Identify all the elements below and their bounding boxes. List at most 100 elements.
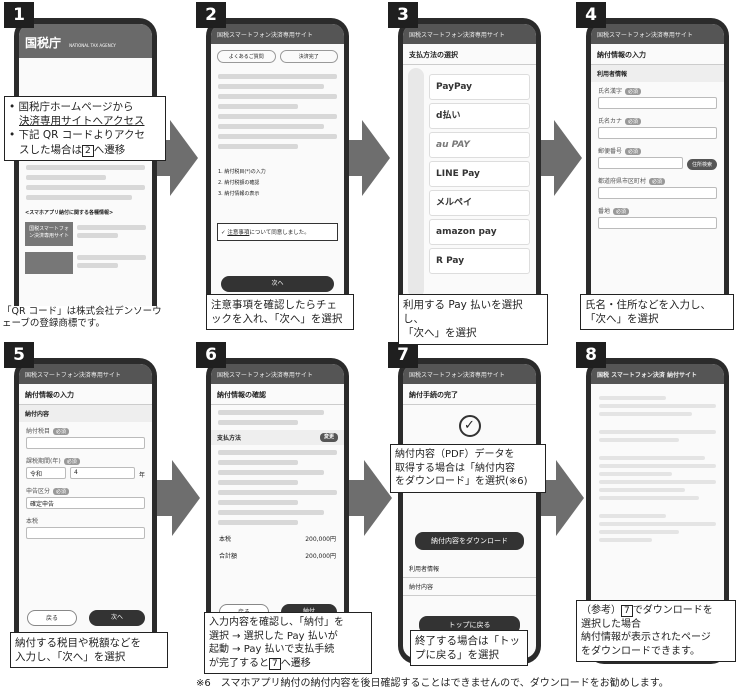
step3-callout: 利用する Pay 払いを選択し、 「次へ」を選択 (398, 294, 548, 345)
step-number-badge: 3 (388, 2, 418, 28)
section-heading: 利用者情報 (591, 65, 724, 82)
input-title: 納付情報の入力 (19, 384, 152, 405)
step-1: 1 国税庁 NATIONAL TAX AGENCY <スマホアプリ納付に関する各… (0, 0, 166, 331)
site-header: 国税スマートフォン決済専用サイト (211, 364, 344, 384)
name-kanji-input[interactable] (598, 97, 717, 109)
section-heading: 納付内容 (19, 405, 152, 422)
flow-arrow (538, 120, 582, 196)
year-input[interactable]: 4 (70, 467, 135, 479)
step-number-badge: 8 (576, 342, 606, 368)
section-heading: 支払方法 (217, 435, 242, 442)
step-list-1: 1. 納付税目(*)の入力 (218, 169, 266, 175)
pay-option-amazonpay[interactable]: amazon pay (429, 219, 530, 245)
step-6: 6 国税スマートフォン決済専用サイト 納付情報の確認 支払方法 変更 本税 20… (192, 340, 372, 674)
street-input[interactable] (598, 217, 717, 229)
agree-checkbox-row[interactable]: ✓ 注意事項について同意しました。 (217, 223, 338, 241)
pay-option-merpay[interactable]: メルペイ (429, 190, 530, 216)
pay-option-aupay[interactable]: au PAY (429, 132, 530, 158)
faq-tab[interactable]: よくあるご質問 (217, 50, 276, 63)
phone-frame: 国税スマートフォン決済専用サイト 納付情報の入力 利用者情報 氏名漢字必須 氏名… (586, 18, 729, 324)
download-button[interactable]: 納付内容をダウンロード (415, 532, 524, 550)
qr-trademark-note: 「QR コード」は株式会社デンソーウェーブの登録商標です。 (2, 306, 162, 331)
phone-frame: 国税庁 NATIONAL TAX AGENCY <スマホアプリ納付に関する各種情… (14, 18, 157, 324)
phone-screen: 国税庁 NATIONAL TAX AGENCY <スマホアプリ納付に関する各種情… (19, 24, 152, 318)
site-header: 国税スマートフォン決済専用サイト (403, 24, 536, 44)
step-5: 5 国税スマートフォン決済専用サイト 納付情報の入力 納付内容 納付税目必須 課… (0, 340, 168, 670)
footnote: ※6 スマホアプリ納付の納付内容を後日確認することはできませんので、ダウンロード… (196, 678, 669, 689)
back-button[interactable]: 戻る (27, 610, 77, 626)
done-tab[interactable]: 決済完了 (279, 50, 338, 63)
step2-callout: 注意事項を確認したらチェ ックを入れ、「次へ」を選択 (206, 294, 354, 331)
next-button[interactable]: 次へ (221, 276, 334, 292)
era-select[interactable]: 令和 (26, 467, 66, 479)
phone-frame: 国税スマートフォン決済専用サイト 支払方法の選択 PayPay d払い au P… (398, 18, 541, 324)
app-button[interactable] (25, 252, 73, 274)
phone-screen: 国税スマートフォン決済専用サイト 納付手続の完了 ✓ 納付内容をダウンロード 利… (403, 364, 536, 658)
site-header: 国税 スマートフォン決済 納付サイト (591, 364, 724, 384)
pay-option-paypay[interactable]: PayPay (429, 74, 530, 100)
row-label: 合計額 (219, 553, 238, 560)
complete-title: 納付手続の完了 (403, 384, 536, 405)
phone-screen: 国税スマートフォン決済専用サイト 支払方法の選択 PayPay d払い au P… (403, 24, 536, 318)
step-3: 3 国税スマートフォン決済専用サイト 支払方法の選択 PayPay d払い au… (384, 0, 549, 345)
step4-callout: 氏名・住所などを入力し、 「次へ」を選択 (580, 294, 734, 331)
city-input[interactable] (598, 187, 717, 199)
change-button[interactable]: 変更 (319, 433, 338, 442)
payment-title: 支払方法の選択 (403, 44, 536, 65)
step5-callout: 納付する税目や税額などを 入力し、「次へ」を選択 (10, 632, 168, 669)
accordion-user-info[interactable]: 利用者情報 (403, 560, 536, 578)
info-title: <スマホアプリ納付に関する各種情報> (25, 210, 114, 216)
site-header: 国税スマートフォン決済専用サイト (19, 364, 152, 384)
top-button[interactable]: トップに戻る (419, 616, 520, 634)
pay-option-dbarai[interactable]: d払い (429, 103, 530, 129)
pay-option-linepay[interactable]: LINE Pay (429, 161, 530, 187)
step1-callout: • 国税庁ホームページから 決済専用サイトへアクセス • 下記 QR コードより… (4, 96, 166, 161)
nta-logo-en: NATIONAL TAX AGENCY (69, 43, 116, 48)
step-list-2: 2. 納付税額の確認 (218, 180, 260, 186)
check-circle-icon: ✓ (458, 415, 481, 437)
step-ref-7: 7 (269, 657, 281, 670)
phone-screen: 国税スマートフォン決済専用サイト 納付情報の入力 利用者情報 氏名漢字必須 氏名… (591, 24, 724, 318)
site-button[interactable]: 国税スマートフォン決済専用サイト (25, 222, 73, 246)
name-kana-input[interactable] (598, 127, 717, 139)
row-label: 本税 (219, 536, 232, 543)
step7-top-callout: 終了する場合は「トッ プに戻る」を選択 (410, 630, 528, 667)
site-header: 国税スマートフォン決済専用サイト (211, 24, 344, 44)
tax-amount-input[interactable] (26, 527, 145, 539)
check-icon: ✓ (221, 230, 226, 236)
flow-arrow (156, 460, 200, 536)
zip-input[interactable] (598, 157, 683, 169)
step7-download-callout: 納付内容（PDF）データを 取得する場合は「納付内容 をダウンロード」を選択(※… (390, 444, 546, 493)
flow-arrow (346, 120, 390, 196)
tax-item-select[interactable] (26, 437, 145, 449)
phone-frame: 国税スマートフォン決済専用サイト 納付情報の入力 納付内容 納付税目必須 課税期… (14, 358, 157, 664)
step-2: 2 国税スマートフォン決済専用サイト よくあるご質問 決済完了 1. 納付税目(… (192, 0, 357, 331)
step-number-badge: 2 (196, 2, 226, 28)
address-search-button[interactable]: 住所検索 (686, 158, 717, 170)
phone-screen: 国税スマートフォン決済専用サイト よくあるご質問 決済完了 1. 納付税目(*)… (211, 24, 344, 318)
radio-column (408, 68, 424, 298)
pay-option-rpay[interactable]: R Pay (429, 248, 530, 274)
row-value: 200,000円 (305, 536, 336, 543)
nta-header: 国税庁 NATIONAL TAX AGENCY (19, 24, 152, 58)
confirm-title: 納付情報の確認 (211, 384, 344, 405)
input-title: 納付情報の入力 (591, 44, 724, 65)
accordion-payment[interactable]: 納付内容 (403, 578, 536, 596)
step-ref-2: 2 (82, 144, 94, 157)
phone-screen: 国税スマートフォン決済専用サイト 納付情報の入力 納付内容 納付税目必須 課税期… (19, 364, 152, 658)
step-number-badge: 5 (4, 342, 34, 368)
step-number-badge: 1 (4, 2, 34, 28)
step-number-badge: 6 (196, 342, 226, 368)
step-number-badge: 7 (388, 342, 418, 368)
step6-callout: 入力内容を確認し、「納付」を 選択 → 選択した Pay 払いが 起動 → Pa… (204, 612, 372, 674)
step-4: 4 国税スマートフォン決済専用サイト 納付情報の入力 利用者情報 氏名漢字必須 … (572, 0, 737, 331)
filing-type-select[interactable]: 確定申告 (26, 497, 145, 509)
row-value: 200,000円 (305, 553, 336, 560)
phone-frame: 国税スマートフォン決済専用サイト 納付手続の完了 ✓ 納付内容をダウンロード 利… (398, 358, 541, 664)
phone-frame: 国税スマートフォン決済専用サイト よくあるご質問 決済完了 1. 納付税目(*)… (206, 18, 349, 324)
next-button[interactable]: 次へ (89, 610, 145, 626)
site-header: 国税スマートフォン決済専用サイト (591, 24, 724, 44)
step-ref-7: 7 (621, 605, 633, 617)
step-number-badge: 4 (576, 2, 606, 28)
